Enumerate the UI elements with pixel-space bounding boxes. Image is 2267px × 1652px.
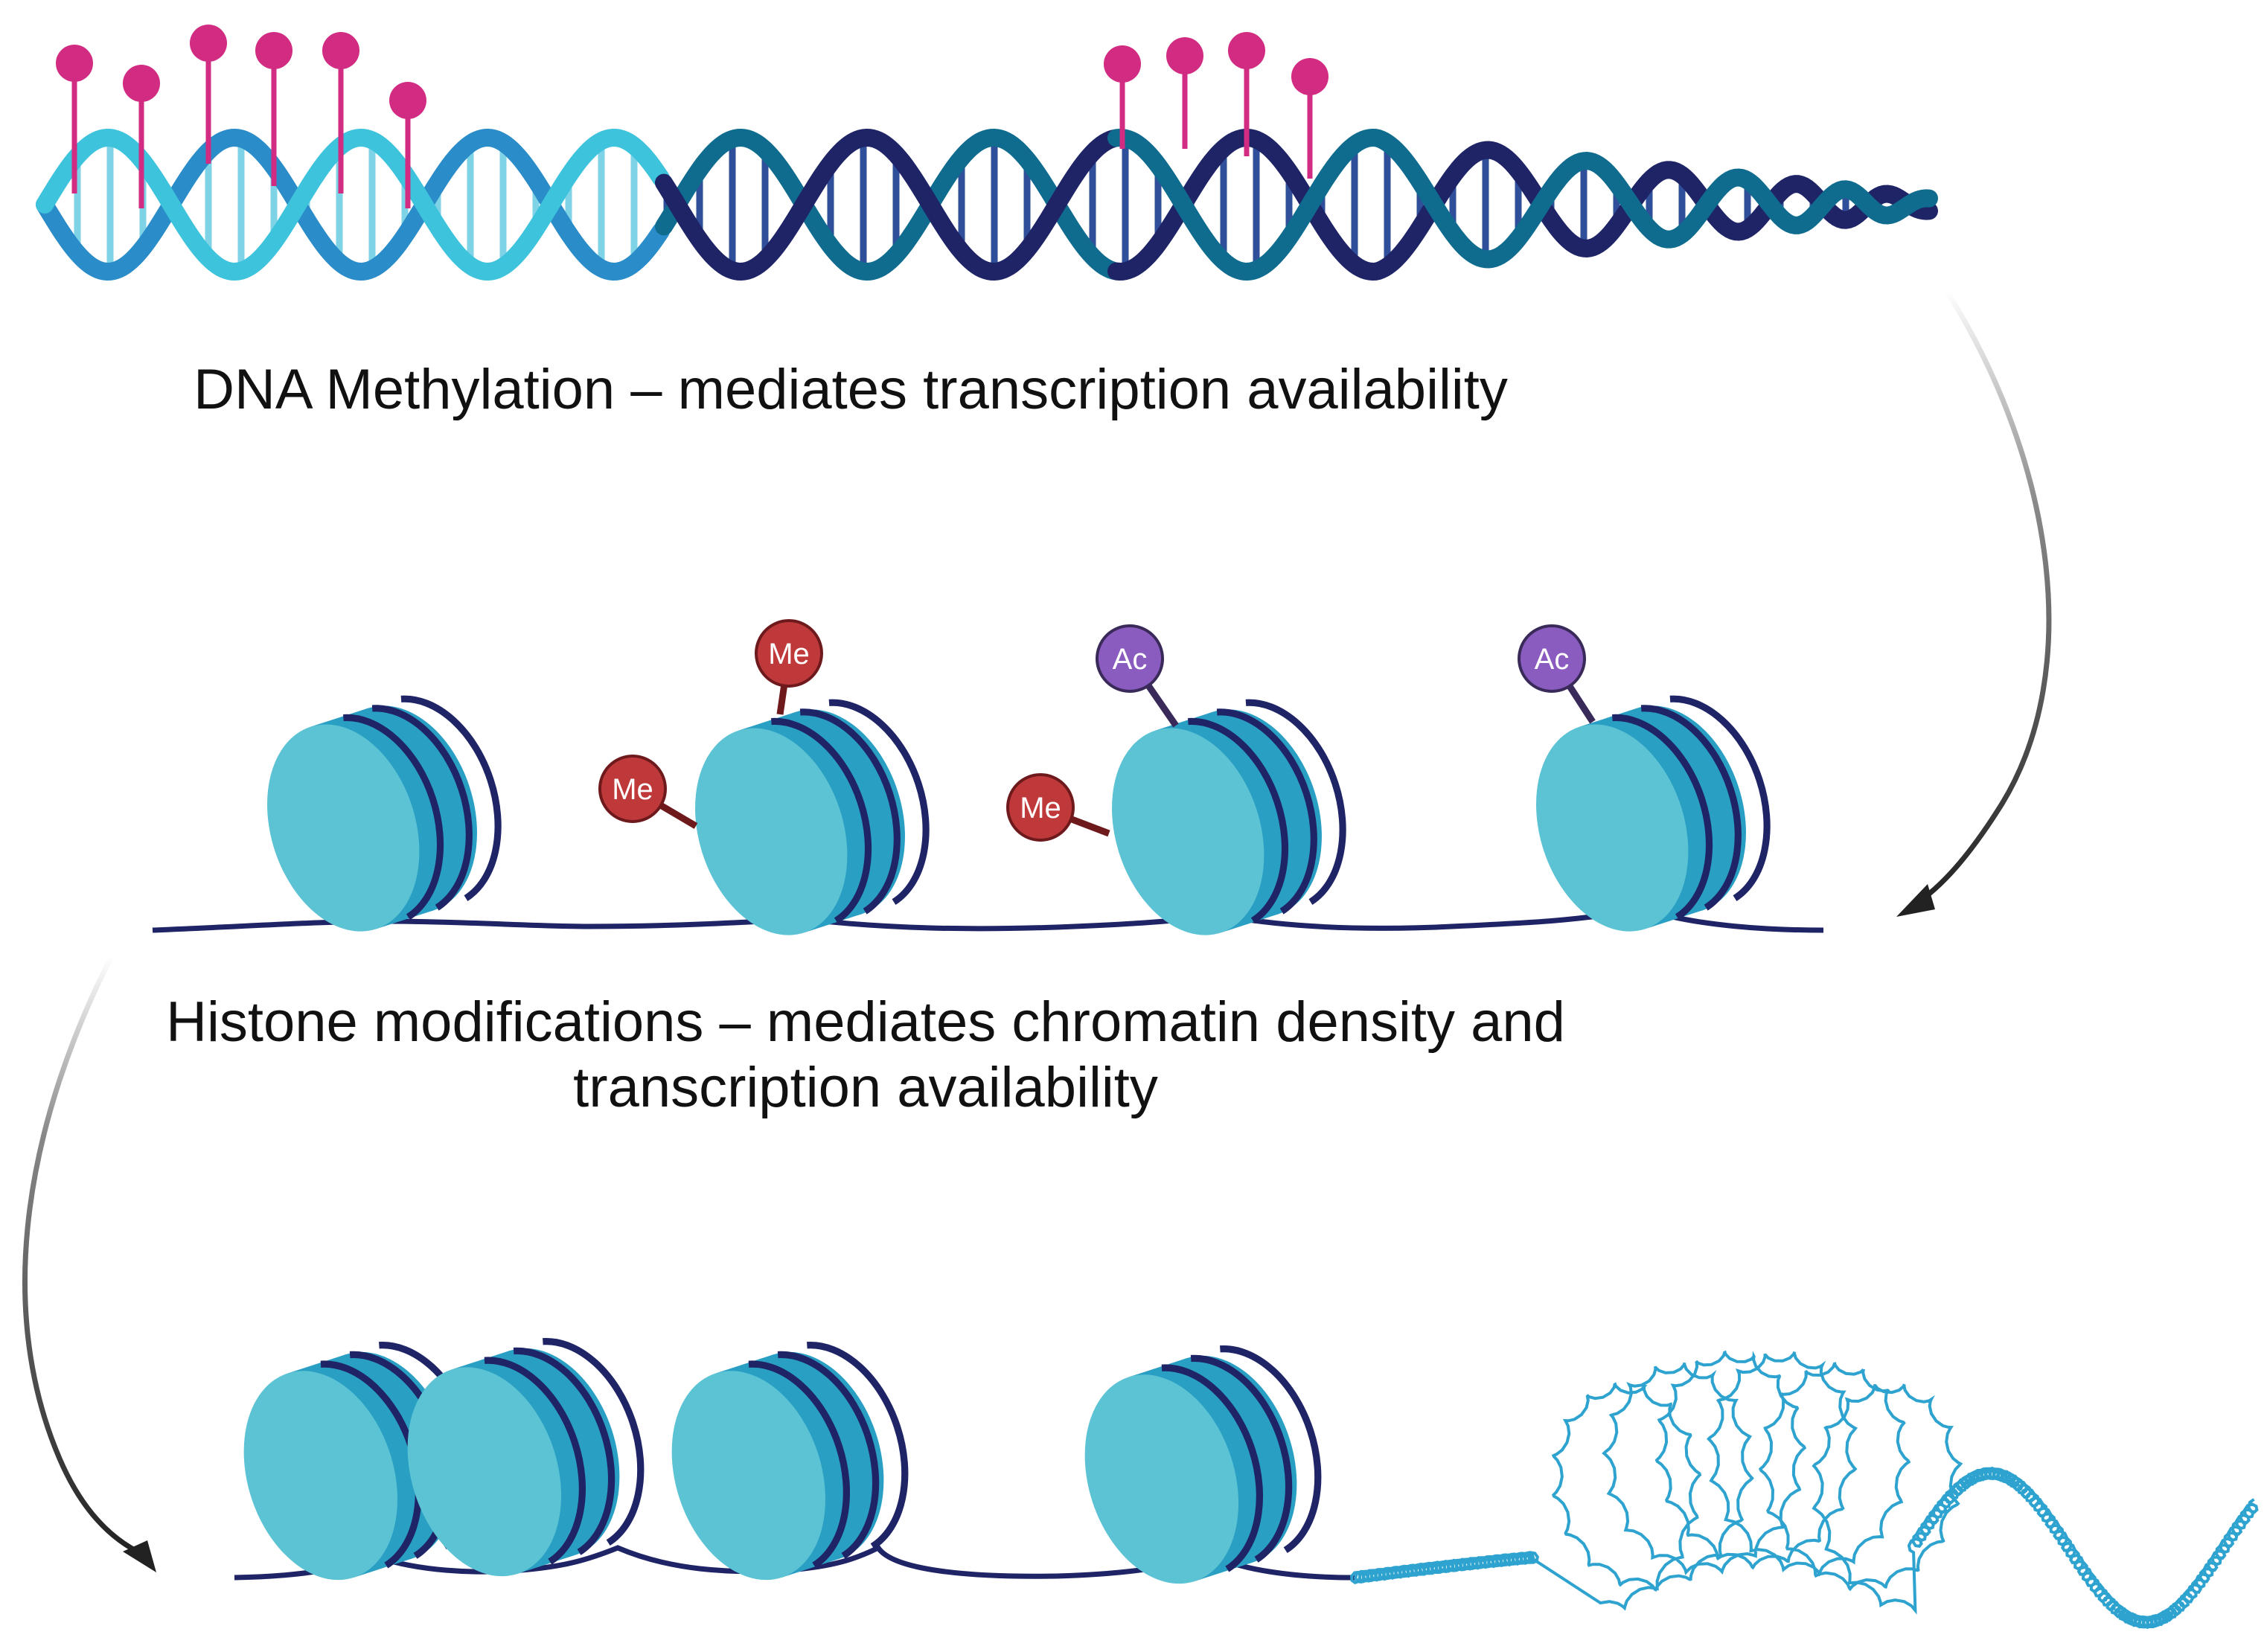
dna-wrap bbox=[828, 699, 930, 905]
methyl-pin-head bbox=[56, 45, 93, 82]
dna-wrap bbox=[777, 1351, 880, 1559]
dna-wrap bbox=[343, 714, 444, 921]
dna-wrap bbox=[1245, 699, 1346, 905]
dna-double-helix bbox=[36, 128, 1938, 281]
dna-wrap bbox=[1612, 714, 1713, 921]
nucleosome-face bbox=[1112, 728, 1264, 935]
dna-wrap bbox=[513, 1347, 615, 1555]
condensed-chromatin-row bbox=[234, 1337, 1355, 1584]
nucleosome-face bbox=[671, 1371, 825, 1581]
nucleosome bbox=[671, 1341, 909, 1581]
methyl-pin-head bbox=[1104, 45, 1141, 83]
nucleosome bbox=[1536, 695, 1771, 932]
methyl-pin-head bbox=[322, 32, 359, 69]
dna-wrap bbox=[1220, 1345, 1322, 1554]
methyl-pin-head bbox=[1228, 32, 1265, 69]
dna-strand bbox=[655, 128, 1122, 281]
nucleosome bbox=[1112, 699, 1346, 935]
mark-label: Me bbox=[768, 638, 810, 670]
dna-wrap bbox=[484, 1357, 586, 1565]
nucleosome bbox=[407, 1337, 645, 1577]
dna-wrap bbox=[748, 1360, 851, 1569]
caption-histone-line-1: Histone modifications – mediates chromat… bbox=[166, 990, 1565, 1054]
dna-wrap bbox=[1669, 695, 1771, 901]
methyl-pin-head bbox=[255, 32, 292, 69]
dna-wrap bbox=[1216, 708, 1317, 915]
dna-strand bbox=[1107, 128, 1938, 281]
coiled-chromatin-fiber bbox=[1350, 1350, 2259, 1630]
acetyl-mark: Ac bbox=[1096, 624, 1179, 728]
mark-circle bbox=[1518, 624, 1586, 693]
methyl-pin-head bbox=[1166, 37, 1203, 74]
dna-wrap bbox=[1161, 1364, 1264, 1572]
dna-wrap bbox=[807, 1341, 909, 1550]
dna-wrap bbox=[400, 695, 502, 901]
mark-circle bbox=[1006, 773, 1075, 842]
dna-wrap bbox=[799, 708, 901, 915]
nucleosome-face bbox=[407, 1367, 561, 1577]
caption-dna-methylation: DNA Methylation – mediates transcription… bbox=[194, 358, 1508, 421]
dna-wrap bbox=[371, 705, 473, 911]
methyl-mark: Me bbox=[755, 619, 823, 715]
nucleosome-face bbox=[695, 728, 848, 935]
dna-strand bbox=[36, 128, 670, 281]
dna-strand bbox=[1107, 128, 1938, 281]
dna-strand bbox=[655, 128, 1122, 281]
methyl-pin-head bbox=[389, 82, 426, 119]
mark-circle bbox=[755, 619, 823, 688]
dna-strand bbox=[36, 128, 670, 281]
dna-wrap bbox=[1190, 1354, 1293, 1563]
methyl-pin-head bbox=[123, 65, 160, 102]
mark-label: Me bbox=[612, 773, 653, 806]
nucleosome-face bbox=[1084, 1374, 1238, 1584]
dna-wrap bbox=[771, 717, 872, 924]
mark-label: Ac bbox=[1535, 643, 1570, 676]
curved-arrow-right bbox=[1896, 289, 2052, 917]
mark-label: Me bbox=[1020, 792, 1061, 825]
dna-wrap bbox=[1640, 705, 1742, 911]
linker-dna bbox=[152, 906, 1824, 933]
dna-methylation-marks bbox=[56, 25, 1328, 208]
nucleosome bbox=[1084, 1345, 1322, 1584]
nucleosome-face bbox=[243, 1371, 397, 1581]
methyl-pin-head bbox=[190, 25, 227, 62]
mark-circle bbox=[598, 755, 667, 823]
methyl-pin-head bbox=[1291, 58, 1328, 95]
nucleosome-face bbox=[1536, 724, 1689, 932]
chromatin-coil-strand bbox=[1350, 1350, 2259, 1630]
nucleosome bbox=[695, 699, 930, 935]
methyl-mark: Me bbox=[1006, 773, 1110, 842]
nucleosome bbox=[267, 695, 502, 932]
methyl-mark: Me bbox=[598, 755, 698, 829]
mark-circle bbox=[1096, 624, 1164, 693]
curved-arrow-left bbox=[22, 955, 156, 1572]
caption-histone-line-2: transcription availability bbox=[573, 1056, 1158, 1119]
acetyl-mark: Ac bbox=[1518, 624, 1596, 724]
dna-wrap bbox=[543, 1337, 645, 1546]
mark-label: Ac bbox=[1113, 643, 1148, 676]
caption-histone-modifications: Histone modifications – mediates chromat… bbox=[0, 990, 1999, 1121]
nucleosome-face bbox=[267, 724, 420, 932]
dna-wrap bbox=[1188, 717, 1289, 924]
